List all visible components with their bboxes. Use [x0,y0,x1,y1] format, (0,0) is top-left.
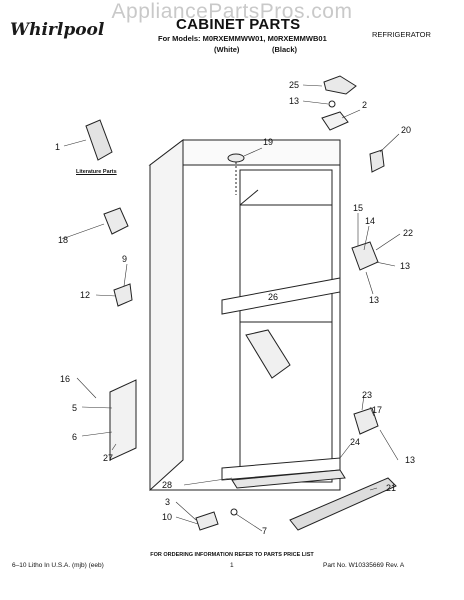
bottom-hinge-part [353,407,379,435]
toe-grille-part [289,477,397,531]
callout-labels: 25 13 2 1 19 20 15 14 22 18 9 13 12 26 1… [55,80,415,536]
callout-26: 26 [268,292,278,302]
callout-19: 19 [263,137,273,147]
callout-24: 24 [350,437,360,447]
top-cap-part [323,75,357,95]
whirlpool-logo: Whirlpool [10,20,105,40]
callout-22: 22 [403,228,413,238]
callout-16: 16 [60,374,70,384]
divider-rail [221,277,341,315]
side-panel-part [109,379,137,461]
callout-6: 6 [72,432,77,442]
page-title: CABINET PARTS [176,16,301,33]
callout-1: 1 [55,142,60,152]
callout-9: 9 [122,254,127,264]
callout-5: 5 [72,403,77,413]
cabinet-body [148,138,346,492]
part-number: Part No. W10335669 Rev. A [323,562,405,569]
callout-13: 13 [289,96,299,106]
leader-lines [61,84,401,532]
print-info: 6–10 Litho In U.S.A. (mjb) (eeb) [12,562,104,569]
callout-14: 14 [365,216,375,226]
watermark: AppliancePartsPros.com [111,0,353,23]
callout-17: 17 [372,405,382,415]
color-black-label: (Black) [272,45,298,54]
category-label: REFRIGERATOR [372,30,431,39]
hinge-cover-part [369,149,385,173]
callout-20: 20 [401,125,411,135]
callout-7: 7 [262,526,267,536]
callout-21: 21 [386,483,396,493]
callout-12: 12 [80,290,90,300]
callout-18: 18 [58,235,68,245]
middle-hinge-part [351,241,379,271]
callout-23: 23 [362,390,372,400]
callout-15: 15 [353,203,363,213]
color-white-label: (White) [214,45,240,54]
models-line: For Models: M0RXEMMWW01, M0RXEMMWB01 [158,34,327,43]
callout-28: 28 [162,480,172,490]
door-stop-part [113,283,133,307]
callout-2: 2 [362,100,367,110]
callout-27: 27 [103,453,113,463]
ordering-note: FOR ORDERING INFORMATION REFER TO PARTS … [150,552,314,558]
callout-10: 10 [162,512,172,522]
callout-25: 25 [289,80,299,90]
washer-part [230,508,238,516]
plug-part [227,153,245,163]
callout-13: 13 [369,295,379,305]
page-number: 1 [230,562,234,569]
screw-part [328,100,336,108]
top-hinge-part [321,111,349,131]
leveling-leg-part [195,511,219,531]
literature-parts-label: Literature Parts [76,169,117,175]
callout-3: 3 [165,497,170,507]
callout-13: 13 [400,261,410,271]
callout-13: 13 [405,455,415,465]
literature-part [85,119,113,161]
bracket-part [103,207,129,235]
